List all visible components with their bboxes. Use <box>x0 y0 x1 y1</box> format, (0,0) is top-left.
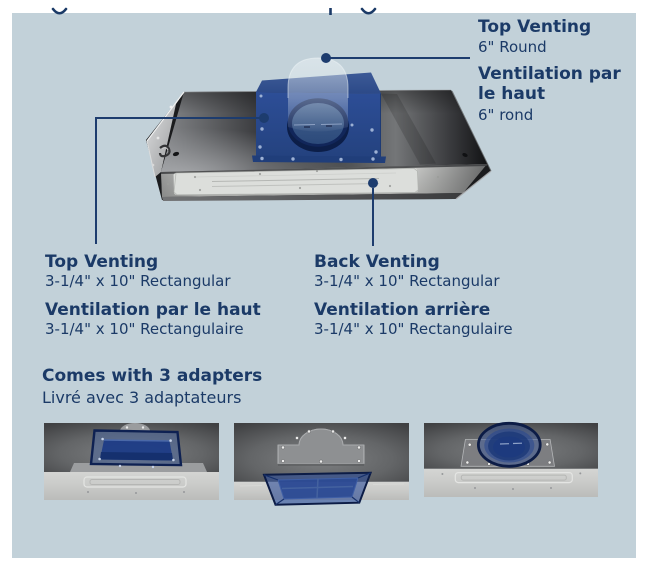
callout-top-rect-size-fr: 3-1/4" x 10" Rectangulaire <box>45 320 244 338</box>
photo-rect-top-adapter <box>44 423 219 500</box>
callout-top-round-title-en: Top Venting <box>478 17 592 37</box>
back-panel-dot <box>368 178 378 188</box>
callout-top-round-title-fr: Ventilation par le haut <box>478 64 621 104</box>
callout-dots <box>259 53 378 188</box>
callout-back-rect-size-fr: 3-1/4" x 10" Rectangulaire <box>314 320 513 338</box>
callout-top-round-size-fr: 6" rond <box>478 106 534 124</box>
ghost-round-duct <box>287 57 349 132</box>
callout-lines <box>95 57 470 246</box>
adapters-heading-en: Comes with 3 adapters <box>42 366 263 386</box>
callout-back-rect-title-en: Back Venting <box>314 252 440 272</box>
callout-top-rect-title-en: Top Venting <box>45 252 159 272</box>
photo-round-top-adapter <box>424 421 598 497</box>
callout-back-rect-size-en: 3-1/4" x 10" Rectangular <box>314 272 500 290</box>
callout-back-rect-title-fr: Ventilation arrière <box>314 300 491 320</box>
photo-plate-rect-adapter <box>234 423 409 506</box>
round-duct-dot <box>321 53 331 63</box>
rect-adapter-dot <box>259 113 269 123</box>
callout-top-rect-size-en: 3-1/4" x 10" Rectangular <box>45 272 231 290</box>
callout-top-round-size-en: 6" Round <box>478 38 547 56</box>
cropped-heading-fragments <box>51 7 377 15</box>
adapters-heading-fr: Livré avec 3 adaptateurs <box>42 388 242 407</box>
callout-top-rect-title-fr: Ventilation par le haut <box>45 300 261 320</box>
